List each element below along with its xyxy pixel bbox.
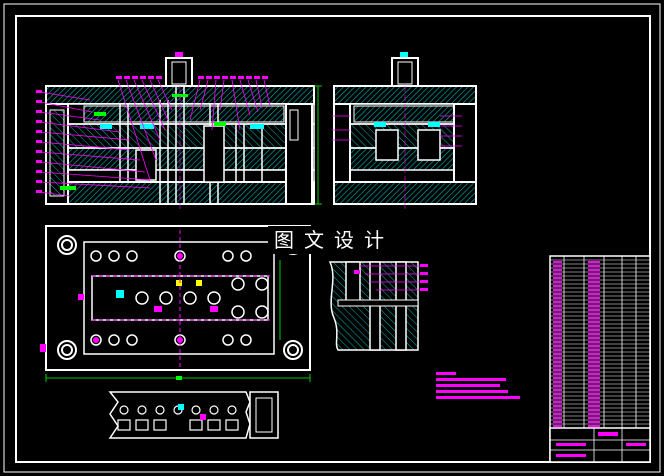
bom-row-text	[553, 325, 562, 327]
part-view[interactable]	[108, 391, 279, 439]
bom-row-text	[553, 289, 562, 291]
bom-row-text	[553, 397, 562, 399]
bom-row-text	[553, 301, 562, 303]
bom-row-text	[588, 401, 600, 403]
bom-row-text	[553, 297, 562, 299]
bom-row-text	[588, 409, 600, 411]
bom-row-text	[553, 377, 562, 379]
bom-row-text	[588, 309, 600, 311]
bom-row-text	[588, 265, 600, 267]
bom-row-text	[553, 389, 562, 391]
bom-row-text	[588, 353, 600, 355]
bom-row-text	[588, 313, 600, 315]
title-block	[549, 427, 651, 463]
bom-row-text	[553, 393, 562, 395]
bom-row-text	[553, 353, 562, 355]
plan-view[interactable]	[40, 225, 311, 382]
bom-row-text	[588, 393, 600, 395]
bom-row-text	[588, 365, 600, 367]
bom-row-text	[588, 337, 600, 339]
bom-row-text	[553, 273, 562, 275]
bom-row-text	[588, 381, 600, 383]
bom-row-text	[553, 345, 562, 347]
bom-row-text	[553, 425, 562, 427]
watermark-text: 图文设计	[268, 226, 400, 254]
bom-row-text	[588, 261, 600, 263]
bom-row-text	[588, 421, 600, 423]
bom-row-text	[553, 313, 562, 315]
bom-row-text	[553, 281, 562, 283]
bom-row-text	[553, 269, 562, 271]
technical-notes	[436, 372, 520, 399]
bom-row-text	[553, 373, 562, 375]
bom-row-text	[588, 385, 600, 387]
detail-view[interactable]	[328, 261, 428, 351]
bom-row-text	[588, 389, 600, 391]
bom-row-text	[553, 305, 562, 307]
bom-row-text	[553, 341, 562, 343]
bom-row-text	[588, 373, 600, 375]
bom-row-text	[553, 317, 562, 319]
bom-row-text	[588, 333, 600, 335]
bom-row-text	[553, 421, 562, 423]
bom-row-text	[588, 349, 600, 351]
bom-row-text	[553, 293, 562, 295]
side-section-view[interactable]	[332, 52, 477, 210]
bom-row-text	[588, 329, 600, 331]
bom-row-text	[553, 365, 562, 367]
bom-row-text	[588, 285, 600, 287]
bom-row-text	[588, 425, 600, 427]
bom-row-text	[588, 405, 600, 407]
bom-row-text	[553, 385, 562, 387]
bom-row-text	[553, 361, 562, 363]
bom-row-text	[553, 337, 562, 339]
bom-row-text	[553, 369, 562, 371]
bom-row-text	[588, 301, 600, 303]
bom-row-text	[588, 277, 600, 279]
bom-row-text	[588, 325, 600, 327]
drawing-frame	[3, 3, 661, 473]
bom-row-text	[588, 361, 600, 363]
bom-row-text	[553, 349, 562, 351]
bom-row-text	[588, 297, 600, 299]
bom-row-text	[588, 369, 600, 371]
bom-row-text	[553, 333, 562, 335]
bom-row-text	[588, 281, 600, 283]
bom-row-text	[553, 329, 562, 331]
front-section-view[interactable]	[36, 52, 322, 210]
bom-row-text	[588, 305, 600, 307]
bom-row-text	[588, 377, 600, 379]
bom-row-text	[588, 413, 600, 415]
bom-row-text	[553, 413, 562, 415]
bom-row-text	[553, 357, 562, 359]
bom-row-text	[553, 309, 562, 311]
bom-row-text	[588, 397, 600, 399]
bom-row-text	[588, 417, 600, 419]
bom-row-text	[588, 269, 600, 271]
bom-row-text	[553, 381, 562, 383]
bom-row-text	[553, 261, 562, 263]
bom-row-text	[553, 417, 562, 419]
bom-row-text	[553, 321, 562, 323]
bom-row-text	[553, 265, 562, 267]
bom-row-text	[588, 293, 600, 295]
bom-row-text	[553, 285, 562, 287]
bom-row-text	[553, 405, 562, 407]
bom-row-text	[588, 317, 600, 319]
bom-row-text	[553, 277, 562, 279]
bom-row-text	[588, 289, 600, 291]
bom-row-text	[553, 401, 562, 403]
bom-row-text	[588, 341, 600, 343]
bom-row-text	[553, 409, 562, 411]
bom-row-text	[588, 273, 600, 275]
bom-row-text	[588, 345, 600, 347]
bom-row-text	[588, 321, 600, 323]
bom-row-text	[588, 357, 600, 359]
